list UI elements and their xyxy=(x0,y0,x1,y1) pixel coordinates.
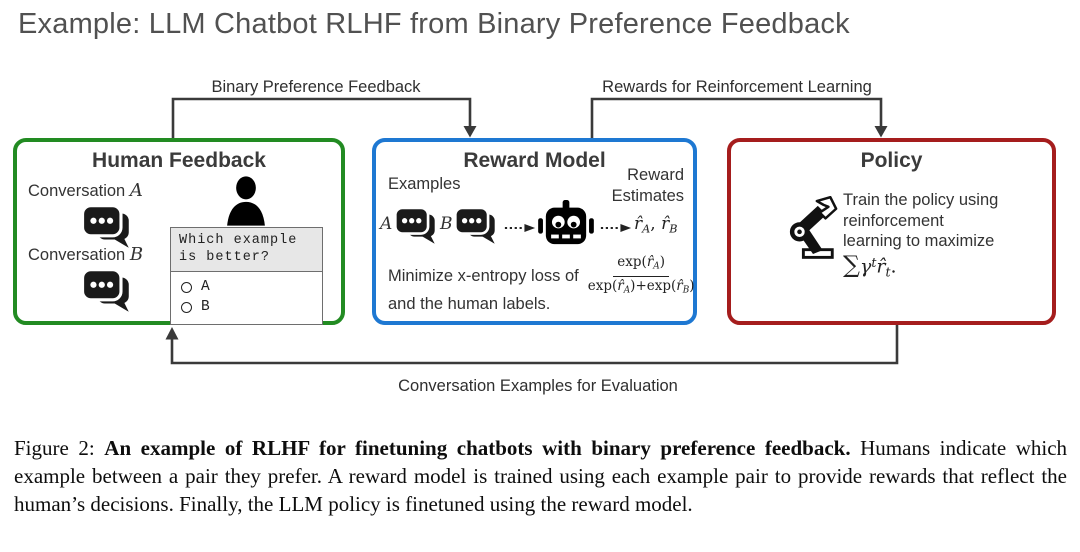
radio-icon xyxy=(181,281,192,293)
chat-bubble-icon xyxy=(81,204,129,248)
softmax-fraction: exp(r̂A) exp(r̂A)+exp(r̂B) xyxy=(587,254,695,296)
survey-option-a: A xyxy=(181,277,314,297)
survey-options: A B xyxy=(171,272,322,324)
reward-model-heading: Reward Model xyxy=(463,149,606,172)
human-feedback-heading: Human Feedback xyxy=(92,149,266,172)
var-b: B xyxy=(129,244,144,265)
dotted-arrow-icon xyxy=(504,224,536,232)
chat-bubble-icon xyxy=(81,268,129,312)
person-icon xyxy=(227,176,265,226)
figure-caption: Figure 2: An example of RLHF for finetun… xyxy=(14,434,1067,518)
chat-bubble-icon xyxy=(454,206,495,244)
conversation-a-label: Conversation A xyxy=(28,180,143,201)
rewards-rl-arrow xyxy=(590,97,883,138)
examples-label: Examples xyxy=(388,175,461,193)
page-title: Example: LLM Chatbot RLHF from Binary Pr… xyxy=(18,8,850,40)
arrow-down-icon xyxy=(463,126,477,138)
robot-arm-icon xyxy=(789,196,838,259)
reward-estimates-math: r̂A, r̂B xyxy=(634,214,678,236)
human-feedback-panel: Human Feedback Conversation A Conversati… xyxy=(13,138,345,325)
policy-description: Train the policy using reinforcement lea… xyxy=(843,190,998,282)
policy-panel: Policy Train the policy using reinforcem… xyxy=(727,138,1056,325)
var-a: A xyxy=(129,180,143,201)
binary-preference-label: Binary Preference Feedback xyxy=(211,78,421,96)
binary-preference-arrow xyxy=(171,97,472,138)
var-a: A xyxy=(380,214,393,234)
preference-survey: Which example is better? A B xyxy=(170,227,323,325)
loss-suffix: and the human labels. xyxy=(388,295,551,313)
policy-objective-math: ∑γtr̂t. xyxy=(843,250,897,279)
caption-body: Humans indicate which example between a … xyxy=(14,436,1068,516)
dotted-arrow-icon xyxy=(600,224,632,232)
conversation-eval-label: Conversation Examples for Evaluation xyxy=(398,377,678,395)
caption-bold: An example of RLHF for finetuning chatbo… xyxy=(104,436,851,460)
arrow-down-icon xyxy=(874,126,888,138)
robot-icon xyxy=(538,200,594,245)
arrow-up-icon xyxy=(165,327,179,340)
conversation-eval-arrow xyxy=(170,325,899,365)
rewards-rl-label: Rewards for Reinforcement Learning xyxy=(602,78,872,96)
reward-estimates-label: Reward Estimates xyxy=(611,166,684,205)
caption-label: Figure 2: xyxy=(14,436,95,460)
policy-heading: Policy xyxy=(860,149,923,172)
survey-option-b: B xyxy=(181,297,314,317)
survey-question: Which example is better? xyxy=(171,228,322,272)
conversation-b-label: Conversation B xyxy=(28,244,144,265)
reward-model-panel: Reward Model Examples Reward Estimates A… xyxy=(372,138,697,325)
loss-equation: Minimize x-entropy loss of exp(r̂A) exp(… xyxy=(388,254,697,298)
var-b: B xyxy=(440,214,453,234)
chat-bubble-icon xyxy=(394,206,435,244)
radio-icon xyxy=(181,301,192,313)
loss-prefix: Minimize x-entropy loss of xyxy=(388,266,579,285)
